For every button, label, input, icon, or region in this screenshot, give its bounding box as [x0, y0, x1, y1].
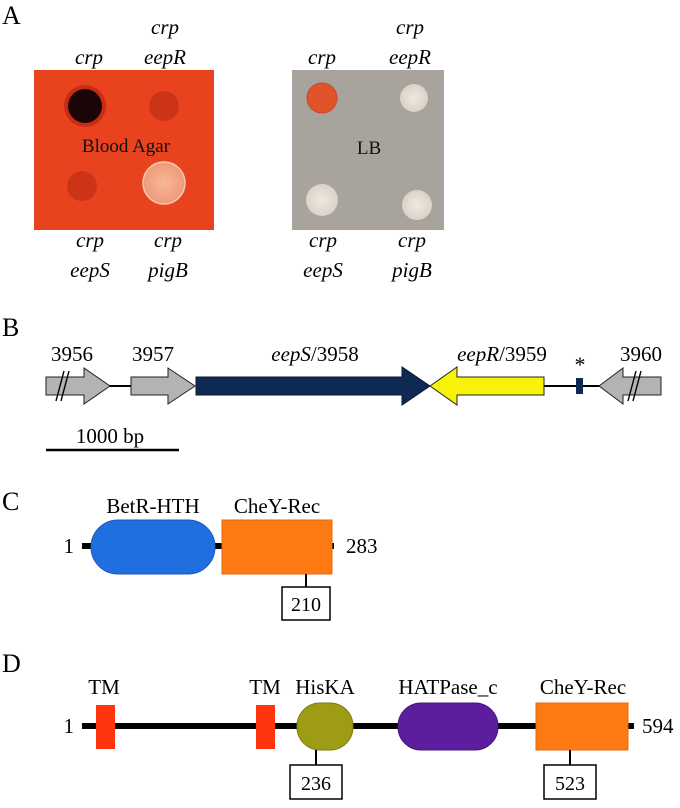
crp-pigB-colony — [142, 161, 186, 205]
c-site-box — [281, 586, 331, 621]
gene-3956-label: 3956 — [51, 342, 93, 366]
d-hatpase-label: HATPase_c — [398, 675, 497, 699]
break-mark-right-1 — [627, 370, 637, 402]
lb-bottom-right-label-1: crp — [398, 228, 426, 252]
panel-c-letter: C — [2, 487, 19, 516]
panel-a-letter: A — [2, 1, 21, 30]
gene-eepS-arrow — [195, 366, 431, 406]
gene-3957-label: 3957 — [132, 342, 174, 366]
break-mark-left-1 — [55, 370, 65, 402]
blood-agar-label: Blood Agar — [82, 136, 171, 157]
small-marker — [576, 378, 583, 394]
gene-3957-arrow — [130, 367, 196, 405]
crp-colony — [68, 89, 102, 123]
gene-eepR-arrow — [429, 366, 545, 406]
lb-crp-eepS-colony — [306, 184, 338, 216]
gene-3960-arrow — [598, 367, 662, 405]
blood-bottom-left-label-1: crp — [76, 228, 104, 252]
blood-top-right-label-2: eepR — [144, 45, 186, 69]
crp-eepS-colony — [67, 171, 97, 201]
c-betr-hth-label: BetR-HTH — [106, 494, 199, 518]
blood-agar-plate: Blood Agar — [34, 70, 214, 230]
gene-eepS-number: /3958 — [311, 342, 359, 366]
c-start-label: 1 — [64, 534, 75, 558]
lb-top-right-label-1: crp — [396, 15, 424, 39]
asterisk: * — [575, 352, 586, 377]
d-site2-label: 523 — [555, 773, 585, 795]
d-tm1-domain — [96, 705, 115, 749]
lb-crp-eepR-colony — [400, 84, 428, 112]
gene-eepR-label: eepR/3959 — [457, 342, 547, 366]
lb-crp-pigB-colony — [402, 190, 432, 220]
gene-eepR-number: /3959 — [499, 342, 547, 366]
d-chey-rec-label: CheY-Rec — [540, 675, 626, 699]
gene-map: * — [45, 352, 662, 406]
c-site-label: 210 — [291, 594, 321, 616]
d-tm1-label: TM — [88, 675, 120, 699]
gene-eepR-italic: eepR — [457, 342, 499, 366]
d-tm2-domain — [256, 705, 275, 749]
gene-3960-label: 3960 — [620, 342, 662, 366]
lb-top-right-label-2: eepR — [389, 45, 431, 69]
break-mark-left-2 — [60, 370, 70, 402]
c-chey-rec-domain — [221, 519, 333, 575]
gene-eepS-italic: eepS — [271, 342, 311, 366]
d-end-label: 594 — [642, 714, 674, 738]
c-chey-rec-label: CheY-Rec — [234, 494, 320, 518]
lb-bottom-right-label-2: pigB — [390, 258, 432, 282]
d-start-label: 1 — [64, 714, 75, 738]
lb-bottom-left-label-1: crp — [309, 228, 337, 252]
d-tm2-label: TM — [249, 675, 281, 699]
c-end-label: 283 — [346, 534, 378, 558]
blood-bottom-left-label-2: eepS — [70, 258, 110, 282]
blood-top-left-label: crp — [75, 45, 103, 69]
d-site1-box — [289, 764, 343, 800]
d-chey-rec-domain — [535, 702, 629, 751]
d-hatpase-domain — [397, 702, 499, 751]
blood-bottom-right-label-1: crp — [154, 228, 182, 252]
blood-top-right-label-1: crp — [151, 15, 179, 39]
d-hiska-domain — [296, 702, 354, 751]
crp-eepR-colony — [149, 91, 179, 121]
lb-top-left-label: crp — [308, 45, 336, 69]
gene-eepS-label: eepS/3958 — [271, 342, 359, 366]
lb-crp-colony — [306, 82, 338, 114]
c-betr-hth-domain — [90, 519, 216, 575]
scale-bar-label: 1000 bp — [76, 424, 144, 448]
d-site1-label: 236 — [301, 773, 331, 795]
d-site2-box — [543, 764, 597, 800]
d-hiska-label: HisKA — [295, 675, 355, 699]
blood-bottom-right-label-2: pigB — [146, 258, 188, 282]
blood-plate-background — [34, 70, 214, 230]
panel-b-letter: B — [2, 313, 19, 342]
gene-3956-arrow — [45, 367, 111, 405]
break-mark-right-2 — [632, 370, 642, 402]
lb-label: LB — [357, 138, 381, 159]
lb-bottom-left-label-2: eepS — [303, 258, 343, 282]
panel-d-letter: D — [2, 649, 21, 678]
lb-plate: LB — [292, 70, 444, 230]
